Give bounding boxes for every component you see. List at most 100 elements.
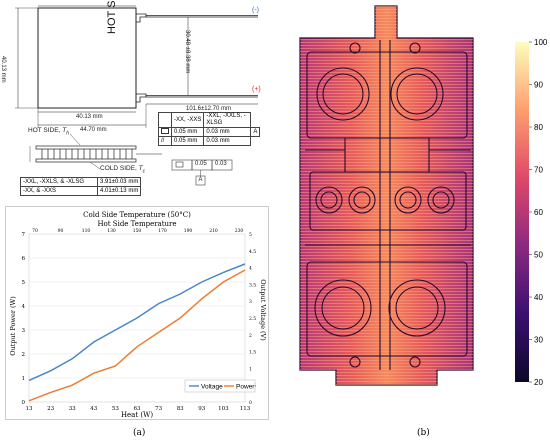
y-axis-left-label: Output Power (W) — [9, 296, 17, 356]
y-right-tick-label: 4 — [249, 266, 252, 272]
thickness-value: 3.91±0.03 mm — [96, 177, 142, 187]
x-axis-label: Heat (W) — [121, 411, 153, 419]
bearing-hole-top-right — [390, 67, 444, 121]
x-bottom-tick-label: 63 — [134, 406, 141, 412]
x-top-tick-label: 230 — [235, 228, 244, 234]
colorbar-tick-label: 20 — [534, 378, 543, 387]
y-right-tick-label: 3.5 — [249, 282, 256, 288]
tol-header-left: -XX, -XXS — [170, 112, 205, 128]
colorbar-tick-label: 80 — [534, 123, 543, 132]
y-right-tick-label: 2 — [249, 333, 252, 339]
legend-power-label: Power — [236, 384, 255, 391]
series-line-power — [28, 269, 246, 402]
chart-svg: Cold Side Temperature (50°C) Hot Side Te… — [5, 206, 269, 420]
table-row: -XXL, -XXLS, & -XLSG 3.91±0.03 mm — [20, 177, 142, 187]
flatness-tolerance-table: -XX, -XXS -XXL, -XXLS, -XLSG 0.05 mm 0.0… — [158, 112, 261, 146]
cold-side-subscript: c — [142, 168, 146, 175]
chart-subtitle: Hot Side Temperature — [97, 220, 176, 228]
y-right-tick-label: 2.5 — [249, 316, 256, 322]
x-top-tick-label: 170 — [158, 228, 167, 234]
datum-label: A — [198, 177, 203, 183]
bearing-hole-bottom-left — [314, 279, 372, 337]
x-bottom-tick-label: 83 — [177, 406, 184, 412]
thickness-model: -XXL, -XXLS, & -XLSG — [20, 177, 98, 187]
module-drawing: 40.13 mm HOT SIDE 30.48 ±8.38 mm (-) (+)… — [0, 0, 272, 205]
colorbar-tick-label: 40 — [534, 293, 543, 302]
x-top-tick-label: 150 — [133, 228, 142, 234]
tol-datum: A — [250, 127, 261, 137]
chart-legend — [184, 379, 256, 393]
colorbar-tick-label: 70 — [534, 166, 543, 175]
x-bottom-tick-label: 73 — [155, 406, 162, 412]
x-top-tick-label: 210 — [209, 228, 218, 234]
hot-side-subscript: h — [66, 130, 69, 137]
bearing-hole-bottom-right — [388, 279, 446, 337]
y-right-tick-label: 1.5 — [249, 350, 256, 356]
caption-a: (a) — [133, 428, 146, 438]
x-bottom-tick-label: 43 — [90, 406, 97, 412]
table-row: -XX, & -XXS 4.01±0.13 mm — [20, 186, 142, 196]
terminal-negative-label: (-) — [252, 7, 259, 14]
y-left-tick-label: 6 — [22, 256, 26, 262]
thickness-table: -XXL, -XXLS, & -XLSG 3.91±0.03 mm -XX, &… — [20, 177, 142, 196]
hot-side-callout: HOT SIDE, — [28, 127, 61, 134]
flatness-value-2: 0.03 — [215, 161, 227, 167]
side-view-cold-plate — [35, 158, 137, 163]
x-bottom-tick-label: 113 — [240, 406, 251, 412]
colorbar-tick-label: 60 — [534, 208, 543, 217]
flatness-symbol-icon — [175, 161, 184, 168]
side-view-hot-plate — [35, 145, 137, 150]
y-left-tick-label: 5 — [22, 280, 26, 286]
y-left-tick-label: 4 — [22, 304, 26, 310]
tol-row1-left: 0.05 mm — [170, 127, 205, 137]
legend-voltage-label: Voltage — [201, 384, 223, 391]
y-right-tick-label: 4.5 — [249, 249, 256, 255]
x-bottom-tick-label: 33 — [69, 406, 76, 412]
y-right-tick-label: 1 — [249, 366, 252, 372]
cold-side-symbol: T — [138, 165, 143, 172]
hot-side-symbol: T — [62, 127, 67, 134]
tol-row2-left: 0.05 mm — [170, 136, 205, 146]
colorbar-tick-label: 100 — [534, 38, 548, 47]
x-bottom-tick-label: 93 — [198, 406, 205, 412]
y-right-tick-label: 3 — [249, 299, 252, 305]
outer-width-dimension-label: 44.70 mm — [80, 127, 107, 133]
y-left-tick-label: 3 — [22, 328, 26, 334]
caption-b: (b) — [417, 428, 430, 438]
thickness-model: -XX, & -XXS — [20, 186, 98, 196]
y-left-tick-label: 1 — [22, 376, 26, 382]
tol-row1-right: 0.03 mm — [203, 127, 252, 137]
colorbar — [515, 42, 529, 382]
lead-spacing-dimension-label: 30.48 ±8.38 mm — [184, 30, 190, 74]
colorbar-tick-label: 30 — [534, 336, 543, 345]
x-top-tick-label: 190 — [184, 228, 193, 234]
module-outline — [37, 7, 137, 109]
x-bottom-tick-label: 13 — [26, 406, 33, 412]
lead-negative-connector — [136, 13, 147, 23]
y-axis-right-label: Output Voltage (V) — [259, 279, 267, 341]
module-drawing-svg — [15, 5, 258, 186]
thermal-image-svg: 100 90 80 70 60 50 40 30 20 — [299, 5, 548, 387]
flatness-icon — [161, 128, 169, 134]
y-right-tick-label: 0 — [249, 400, 252, 406]
y-left-tick-label: 0 — [22, 400, 26, 406]
tol-header-right: -XXL, -XXLS, -XLSG — [203, 112, 252, 128]
series-line-voltage — [28, 263, 246, 382]
chart-title: Cold Side Temperature (50°C) — [83, 211, 191, 219]
colorbar-ticks: 100 90 80 70 60 50 40 30 20 — [529, 38, 548, 387]
lead-length-dimension-label: 101.6±12.70 mm — [186, 106, 231, 112]
thickness-value: 4.01±0.13 mm — [96, 186, 142, 196]
x-bottom-tick-label: 103 — [218, 406, 229, 412]
y-left-tick-label: 2 — [22, 352, 26, 358]
y-left-tick-label: 7 — [22, 232, 26, 238]
inner-width-dimension-label: 40.13 mm — [76, 114, 103, 120]
colorbar-tick-label: 90 — [534, 81, 543, 90]
colorbar-tick-label: 50 — [534, 251, 543, 260]
thermal-plate — [299, 5, 474, 386]
parallelism-icon: // — [158, 136, 172, 146]
terminal-positive-label: (+) — [252, 86, 261, 93]
x-top-tick-label: 130 — [107, 228, 116, 234]
x-bottom-tick-label: 23 — [47, 406, 54, 412]
flatness-value-1: 0.05 — [195, 161, 207, 167]
x-top-tick-label: 90 — [58, 228, 64, 234]
